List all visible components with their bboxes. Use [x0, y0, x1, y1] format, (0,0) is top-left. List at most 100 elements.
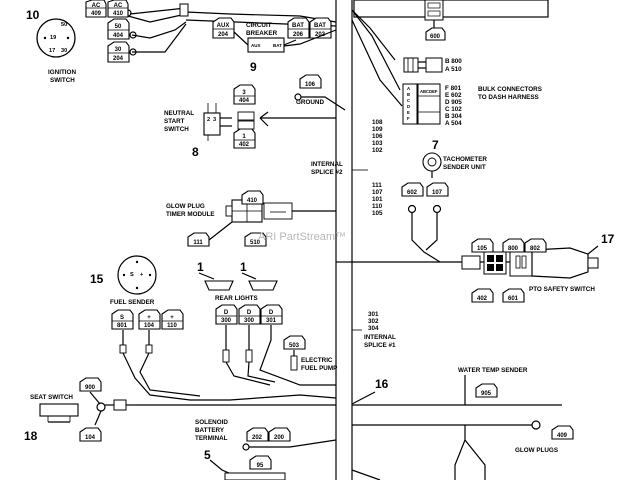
tag-bat-202: BAT 202 [309, 17, 332, 39]
svg-text:F: F [407, 116, 410, 121]
svg-text:D: D [224, 310, 229, 316]
callout-8: 8 [192, 145, 199, 159]
callout-1a: 1 [197, 260, 204, 274]
svg-text:204: 204 [113, 56, 124, 62]
svg-text:30: 30 [61, 48, 67, 54]
svg-text:108: 108 [372, 119, 383, 126]
ground: 106 GROUND [294, 74, 346, 111]
svg-text:107: 107 [432, 190, 443, 196]
svg-text:3: 3 [213, 117, 216, 123]
svg-text:E 602: E 602 [445, 92, 462, 99]
svg-text:402: 402 [477, 296, 488, 302]
svg-text:A: A [407, 86, 410, 91]
svg-text:C: C [407, 98, 410, 103]
svg-text:TIMER MODULE: TIMER MODULE [166, 211, 215, 218]
svg-text:105: 105 [372, 210, 383, 217]
tag-bat-206: BAT 206 [287, 17, 310, 39]
svg-text:TACHOMETER: TACHOMETER [443, 156, 487, 163]
svg-text:50: 50 [115, 24, 122, 30]
svg-text:BULK CONNECTORS: BULK CONNECTORS [478, 86, 542, 93]
svg-text:SENDER UNIT: SENDER UNIT [443, 164, 486, 171]
svg-text:SWITCH: SWITCH [50, 77, 75, 84]
svg-text:110: 110 [372, 203, 383, 210]
svg-text:302: 302 [368, 318, 379, 325]
svg-text:105: 105 [477, 246, 488, 252]
svg-text:GLOW PLUGS: GLOW PLUGS [515, 447, 558, 454]
svg-text:602: 602 [407, 190, 418, 196]
svg-text:3: 3 [242, 90, 246, 96]
svg-text:104: 104 [85, 435, 96, 441]
svg-text:2: 2 [207, 117, 210, 123]
svg-text:301: 301 [368, 311, 379, 318]
tag-ac-410: AC 410 [107, 0, 129, 18]
svg-text:AC: AC [92, 3, 101, 9]
svg-text:50: 50 [61, 22, 67, 28]
svg-text:300: 300 [221, 318, 232, 324]
svg-text:409: 409 [557, 433, 568, 439]
svg-text:AUX: AUX [217, 23, 230, 29]
svg-text:301: 301 [266, 318, 277, 324]
tag-602: 602 [401, 182, 424, 197]
svg-text:BAT: BAT [273, 43, 282, 48]
tag-106: 106 [299, 74, 322, 89]
svg-text:GROUND: GROUND [296, 99, 324, 106]
tag-104: 104 [79, 427, 102, 442]
sender-tags: S 801 + 104 + 110 D 300 D 300 [111, 304, 306, 350]
svg-text:404: 404 [239, 98, 250, 104]
lower-left-wires: ELECTRIC FUEL PUMP [119, 325, 337, 401]
tag-600: 600 [425, 27, 446, 41]
callout-1b: 1 [240, 260, 247, 274]
svg-text:SOLENOID: SOLENOID [195, 419, 228, 426]
svg-text:95: 95 [257, 463, 264, 469]
svg-text:BREAKER: BREAKER [246, 30, 278, 37]
svg-text:17: 17 [49, 48, 55, 54]
svg-text:19: 19 [50, 35, 56, 41]
svg-text:1: 1 [242, 134, 246, 140]
tag-900: 900 [79, 377, 102, 392]
glow-plugs: 409 GLOW PLUGS [351, 420, 574, 480]
svg-text:F 801: F 801 [445, 85, 462, 92]
callout-15: 15 [90, 272, 104, 286]
svg-text:FUEL SENDER: FUEL SENDER [110, 299, 155, 306]
svg-text:SPLICE #2: SPLICE #2 [311, 169, 343, 176]
svg-text:106: 106 [372, 133, 383, 140]
svg-text:PTO SAFETY SWITCH: PTO SAFETY SWITCH [529, 286, 595, 293]
svg-text:D: D [269, 310, 274, 316]
svg-text:SPLICE #1: SPLICE #1 [364, 342, 396, 349]
svg-text:GLOW PLUG: GLOW PLUG [166, 203, 205, 210]
svg-text:D: D [407, 104, 410, 109]
tag-503: 503 [283, 335, 306, 350]
internal-splice-1: 301 302 304 INTERNAL SPLICE #1 [352, 311, 396, 349]
tag-105: 105 [471, 238, 494, 253]
tag-d-300a: D 300 [215, 304, 238, 325]
svg-text:200: 200 [274, 435, 285, 441]
svg-text:TO DASH HARNESS: TO DASH HARNESS [478, 94, 539, 101]
svg-text:INTERNAL: INTERNAL [311, 161, 343, 168]
tag-410: 410 [241, 190, 264, 205]
svg-text:A 510: A 510 [445, 66, 462, 73]
watermark: ARI PartStream™ [258, 231, 346, 243]
svg-text:A 504: A 504 [445, 120, 462, 127]
glow-plug-timer: GLOW PLUG TIMER MODULE 410 111 510 [166, 190, 336, 247]
svg-text:106: 106 [305, 82, 316, 88]
svg-text:410: 410 [247, 198, 258, 204]
tag-aux-204: AUX 204 [212, 17, 235, 39]
tag-111: 111 [187, 232, 210, 247]
tag-800: 800 [502, 238, 525, 253]
svg-text:800: 800 [508, 246, 519, 252]
callout-5: 5 [204, 448, 211, 462]
svg-text:402: 402 [239, 142, 250, 148]
svg-text:107: 107 [372, 189, 383, 196]
svg-text:SEAT SWITCH: SEAT SWITCH [30, 394, 73, 401]
top-right-connector: 600 [424, 0, 446, 41]
svg-text:304: 304 [368, 325, 379, 332]
svg-text:C 102: C 102 [445, 106, 462, 113]
ignition-switch: 10 50 19 17 30 IGNITION SWITCH [26, 8, 76, 84]
solenoid: SOLENOID BATTERY TERMINAL 5 202 200 95 [195, 419, 337, 480]
svg-text:410: 410 [113, 11, 124, 17]
svg-text:INTERNAL: INTERNAL [364, 334, 396, 341]
tag-409: 409 [551, 425, 574, 440]
tag-s-801: S 801 [111, 309, 134, 330]
svg-text:300: 300 [244, 318, 255, 324]
callout-18: 18 [24, 429, 38, 443]
